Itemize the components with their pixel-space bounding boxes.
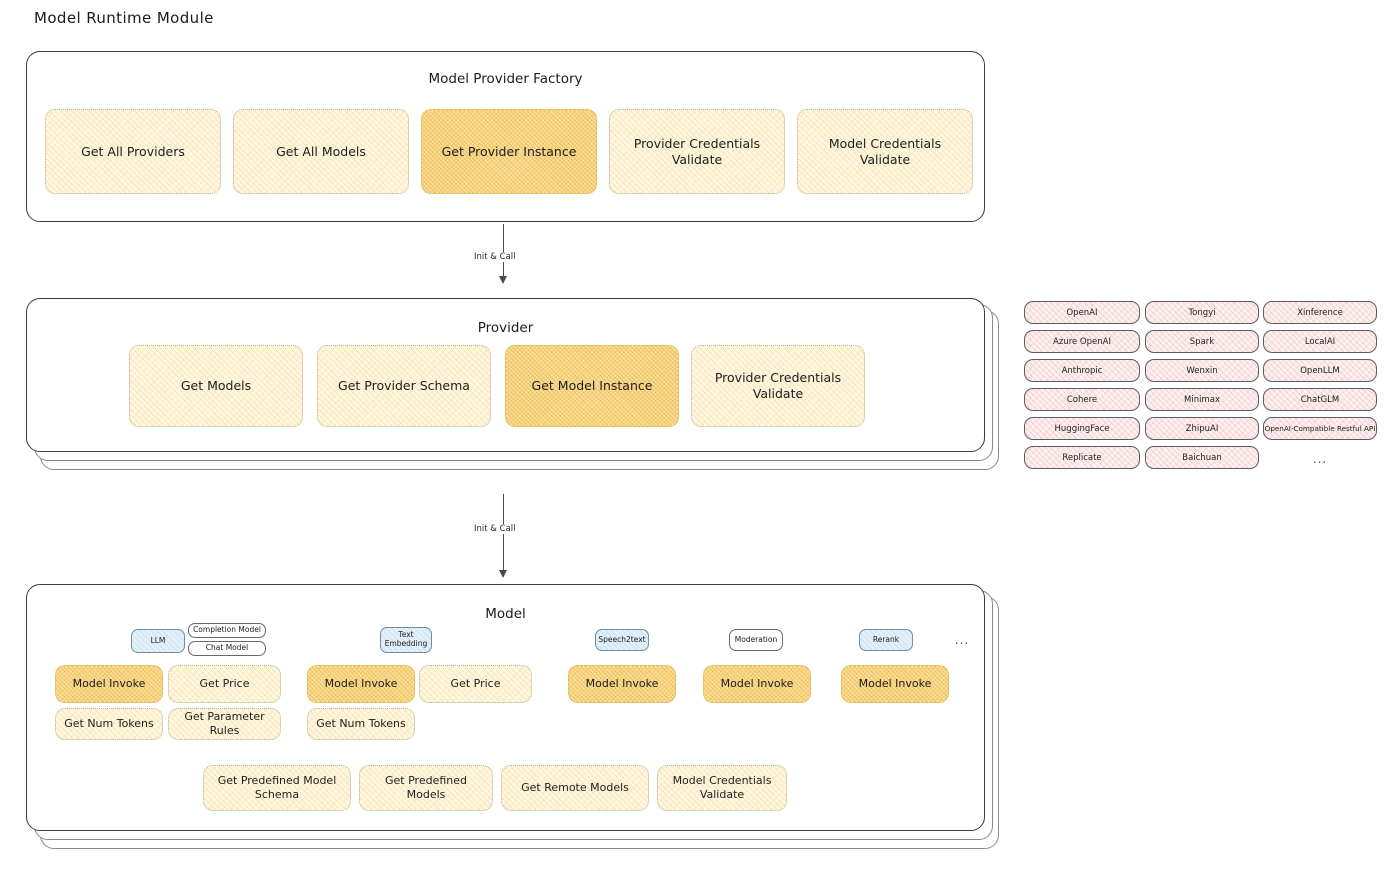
provider-node-provider-credentials-validate[interactable]: Provider Credentials Validate xyxy=(691,345,865,427)
provider-pill-openai-compatible-restful-api[interactable]: OpenAI-Compatible Restful API xyxy=(1263,417,1377,440)
provider-node-get-model-instance[interactable]: Get Model Instance xyxy=(505,345,679,427)
model-title: Model xyxy=(485,606,526,622)
model-text-embedding-node-get-price[interactable]: Get Price xyxy=(419,665,532,703)
provider-pill-localai[interactable]: LocalAI xyxy=(1263,330,1377,353)
model-common-node-get-remote-models[interactable]: Get Remote Models xyxy=(501,765,649,811)
provider-list-more-ellipsis: ... xyxy=(1312,452,1328,466)
provider-pill-zhipuai[interactable]: ZhipuAI xyxy=(1145,417,1259,440)
model-common-node-get-predefined-model-schema[interactable]: Get Predefined Model Schema xyxy=(203,765,351,811)
provider-title: Provider xyxy=(477,320,534,336)
model-text-embedding-node-get-num-tokens[interactable]: Get Num Tokens xyxy=(307,708,415,740)
provider-pill-chatglm[interactable]: ChatGLM xyxy=(1263,388,1377,411)
provider-pill-openllm[interactable]: OpenLLM xyxy=(1263,359,1377,382)
arrow-1-label: Init & Call xyxy=(471,252,519,262)
model-sub-badge-chat-model[interactable]: Chat Model xyxy=(188,641,266,656)
model-moderation-node-model-invoke[interactable]: Model Invoke xyxy=(703,665,811,703)
provider-node-get-models[interactable]: Get Models xyxy=(129,345,303,427)
model-type-badge-speech2text[interactable]: Speech2text xyxy=(595,629,649,651)
model-speech2text-node-model-invoke[interactable]: Model Invoke xyxy=(568,665,676,703)
provider-pill-minimax[interactable]: Minimax xyxy=(1145,388,1259,411)
factory-node-get-provider-instance[interactable]: Get Provider Instance xyxy=(421,109,597,194)
arrow-2-head xyxy=(499,570,507,578)
provider-pill-wenxin[interactable]: Wenxin xyxy=(1145,359,1259,382)
provider-pill-anthropic[interactable]: Anthropic xyxy=(1024,359,1140,382)
provider-pill-azure-openai[interactable]: Azure OpenAI xyxy=(1024,330,1140,353)
factory-node-provider-credentials-validate[interactable]: Provider Credentials Validate xyxy=(609,109,785,194)
model-types-more-ellipsis: ... xyxy=(954,633,970,647)
arrow-2-label: Init & Call xyxy=(471,524,519,534)
provider-pill-xinference[interactable]: Xinference xyxy=(1263,301,1377,324)
model-llm-node-get-parameter-rules[interactable]: Get Parameter Rules xyxy=(168,708,281,740)
provider-pill-openai[interactable]: OpenAI xyxy=(1024,301,1140,324)
model-llm-node-get-num-tokens[interactable]: Get Num Tokens xyxy=(55,708,163,740)
model-provider-factory-title: Model Provider Factory xyxy=(428,71,583,87)
provider-pill-replicate[interactable]: Replicate xyxy=(1024,446,1140,469)
model-type-badge-rerank[interactable]: Rerank xyxy=(859,629,913,651)
provider-pill-huggingface[interactable]: HuggingFace xyxy=(1024,417,1140,440)
arrow-2-line xyxy=(503,494,505,574)
factory-node-get-all-providers[interactable]: Get All Providers xyxy=(45,109,221,194)
model-provider-factory-card: Model Provider Factory Get All Providers… xyxy=(26,51,985,222)
model-text-embedding-node-model-invoke[interactable]: Model Invoke xyxy=(307,665,415,703)
model-type-badge-text-embedding[interactable]: Text Embedding xyxy=(380,627,432,653)
model-common-node-model-credentials-validate[interactable]: Model Credentials Validate xyxy=(657,765,787,811)
model-llm-node-get-price[interactable]: Get Price xyxy=(168,665,281,703)
model-type-badge-llm[interactable]: LLM xyxy=(131,629,185,653)
factory-node-get-all-models[interactable]: Get All Models xyxy=(233,109,409,194)
factory-node-model-credentials-validate[interactable]: Model Credentials Validate xyxy=(797,109,973,194)
model-type-badge-moderation[interactable]: Moderation xyxy=(729,629,783,651)
model-rerank-node-model-invoke[interactable]: Model Invoke xyxy=(841,665,949,703)
provider-pill-tongyi[interactable]: Tongyi xyxy=(1145,301,1259,324)
model-card: Model LLM Completion Model Chat Model Mo… xyxy=(26,584,985,831)
model-sub-badge-completion-model[interactable]: Completion Model xyxy=(188,623,266,638)
model-common-node-get-predefined-models[interactable]: Get Predefined Models xyxy=(359,765,493,811)
provider-pill-spark[interactable]: Spark xyxy=(1145,330,1259,353)
provider-card: Provider Get Models Get Provider Schema … xyxy=(26,298,985,452)
model-llm-node-model-invoke[interactable]: Model Invoke xyxy=(55,665,163,703)
provider-pill-cohere[interactable]: Cohere xyxy=(1024,388,1140,411)
arrow-1-head xyxy=(499,276,507,284)
provider-node-get-provider-schema[interactable]: Get Provider Schema xyxy=(317,345,491,427)
page-title: Model Runtime Module xyxy=(34,9,214,27)
provider-pill-baichuan[interactable]: Baichuan xyxy=(1145,446,1259,469)
